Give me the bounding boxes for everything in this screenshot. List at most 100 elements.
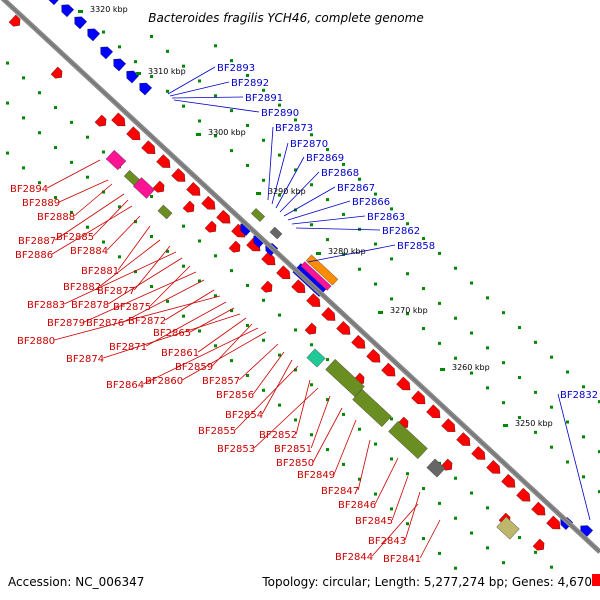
gene-features	[8, 0, 600, 586]
reverse-gene-label: BF2891	[245, 93, 283, 104]
gene-block	[105, 149, 127, 171]
guide-dot	[38, 181, 41, 185]
reverse-leader-line	[287, 200, 351, 221]
reverse-leader-line	[173, 99, 260, 113]
forward-gene-arrow	[351, 334, 366, 349]
guide-dot	[422, 537, 425, 541]
reverse-leader-line	[279, 171, 320, 213]
guide-dot	[102, 30, 105, 34]
guide-dot	[294, 368, 297, 372]
guide-dot	[262, 138, 265, 142]
guide-dot	[150, 35, 153, 38]
forward-gene-arrow	[141, 140, 156, 154]
reverse-leader-line	[271, 142, 289, 205]
forward-gene-label: BF2853	[217, 444, 255, 455]
reverse-gene-label: BF2858	[397, 241, 435, 252]
kbp-tick-label: 3320 kbp	[90, 5, 128, 14]
guide-dot	[486, 546, 489, 550]
reverse-leader-line	[307, 244, 396, 263]
forward-gene-label: BF2860	[145, 376, 183, 387]
guide-dot	[214, 254, 217, 258]
forward-gene-label: BF2888	[37, 212, 75, 223]
guide-dot	[54, 106, 57, 110]
reverse-leader-line	[171, 96, 244, 99]
guide-dot	[102, 240, 105, 244]
guide-dot	[294, 118, 297, 122]
forward-gene-arrow	[486, 460, 501, 474]
guide-dot	[582, 435, 585, 439]
guide-dot	[70, 120, 73, 124]
forward-gene-label: BF2889	[22, 198, 60, 209]
guide-dot	[326, 398, 329, 402]
guide-dot	[246, 123, 249, 127]
guide-dot	[166, 49, 169, 53]
guide-dot	[70, 210, 73, 214]
guide-dot	[566, 460, 569, 464]
forward-gene-label: BF2883	[27, 300, 65, 311]
guide-dot	[230, 149, 233, 153]
forward-gene-arrow	[546, 515, 561, 530]
forward-gene-label: BF2861	[161, 348, 199, 359]
guide-dot	[150, 285, 153, 288]
guide-dot	[262, 298, 265, 302]
guide-dot	[214, 134, 217, 138]
guide-dot	[534, 340, 537, 344]
guide-dot	[246, 283, 249, 287]
guide-dot	[246, 163, 249, 167]
forward-gene-arrow	[336, 321, 351, 335]
forward-leader-line	[54, 295, 221, 341]
forward-gene-arrow	[531, 501, 546, 516]
reverse-gene-label: BF2873	[275, 123, 313, 134]
kbp-tick-label: 3270 kbp	[390, 306, 428, 315]
forward-gene-arrow	[201, 195, 216, 210]
guide-dot	[454, 566, 457, 570]
forward-gene-label: BF2849	[297, 470, 335, 481]
guide-dot	[326, 148, 329, 152]
forward-gene-label: BF2879	[47, 318, 85, 329]
guide-dot	[486, 296, 489, 300]
guide-dot	[406, 472, 409, 476]
guide-dot	[422, 487, 425, 491]
reverse-gene-arrow	[87, 28, 101, 42]
guide-dot	[182, 104, 185, 108]
guide-dot	[326, 448, 329, 452]
guide-dot	[342, 252, 345, 256]
guide-dot	[454, 516, 457, 520]
guide-dot	[374, 442, 377, 446]
forward-gene-arrow	[216, 209, 231, 224]
reverse-leader-line	[283, 186, 336, 217]
guide-dot	[342, 162, 345, 166]
guide-dot	[86, 175, 89, 179]
guide-dot	[550, 565, 553, 569]
reverse-gene-label: BF2867	[337, 183, 375, 194]
reverse-gene-label: BF2870	[290, 139, 328, 150]
forward-leader-line	[133, 245, 171, 291]
guide-dot	[294, 208, 297, 212]
guide-dot	[278, 153, 281, 157]
guide-dot	[534, 430, 537, 434]
guide-dot	[342, 462, 345, 466]
kbp-tick-mark	[136, 72, 141, 75]
guide-dot	[518, 326, 521, 330]
reverse-gene-label: BF2890	[261, 108, 299, 119]
guide-dot	[310, 183, 313, 187]
reverse-gene-label: BF2869	[306, 153, 344, 164]
guide-dot	[214, 344, 217, 348]
forward-leader-line	[371, 503, 419, 557]
guide-dot	[150, 195, 153, 198]
gene-block	[250, 208, 266, 222]
forward-leader-line	[54, 193, 125, 241]
guide-dot	[182, 224, 185, 228]
reverse-gene-label: BF2866	[352, 197, 390, 208]
forward-leader-line	[312, 407, 343, 463]
forward-leader-line	[117, 225, 151, 271]
forward-gene-label: BF2846	[338, 500, 376, 511]
guide-dot	[470, 491, 473, 495]
forward-leader-line	[123, 279, 205, 323]
guide-dot	[390, 507, 393, 511]
forward-gene-label: BF2854	[225, 410, 263, 421]
reverse-leader-line	[267, 126, 274, 201]
reverse-gene-arrow	[126, 70, 140, 84]
guide-dot	[294, 328, 297, 332]
forward-leader-line	[107, 257, 183, 305]
